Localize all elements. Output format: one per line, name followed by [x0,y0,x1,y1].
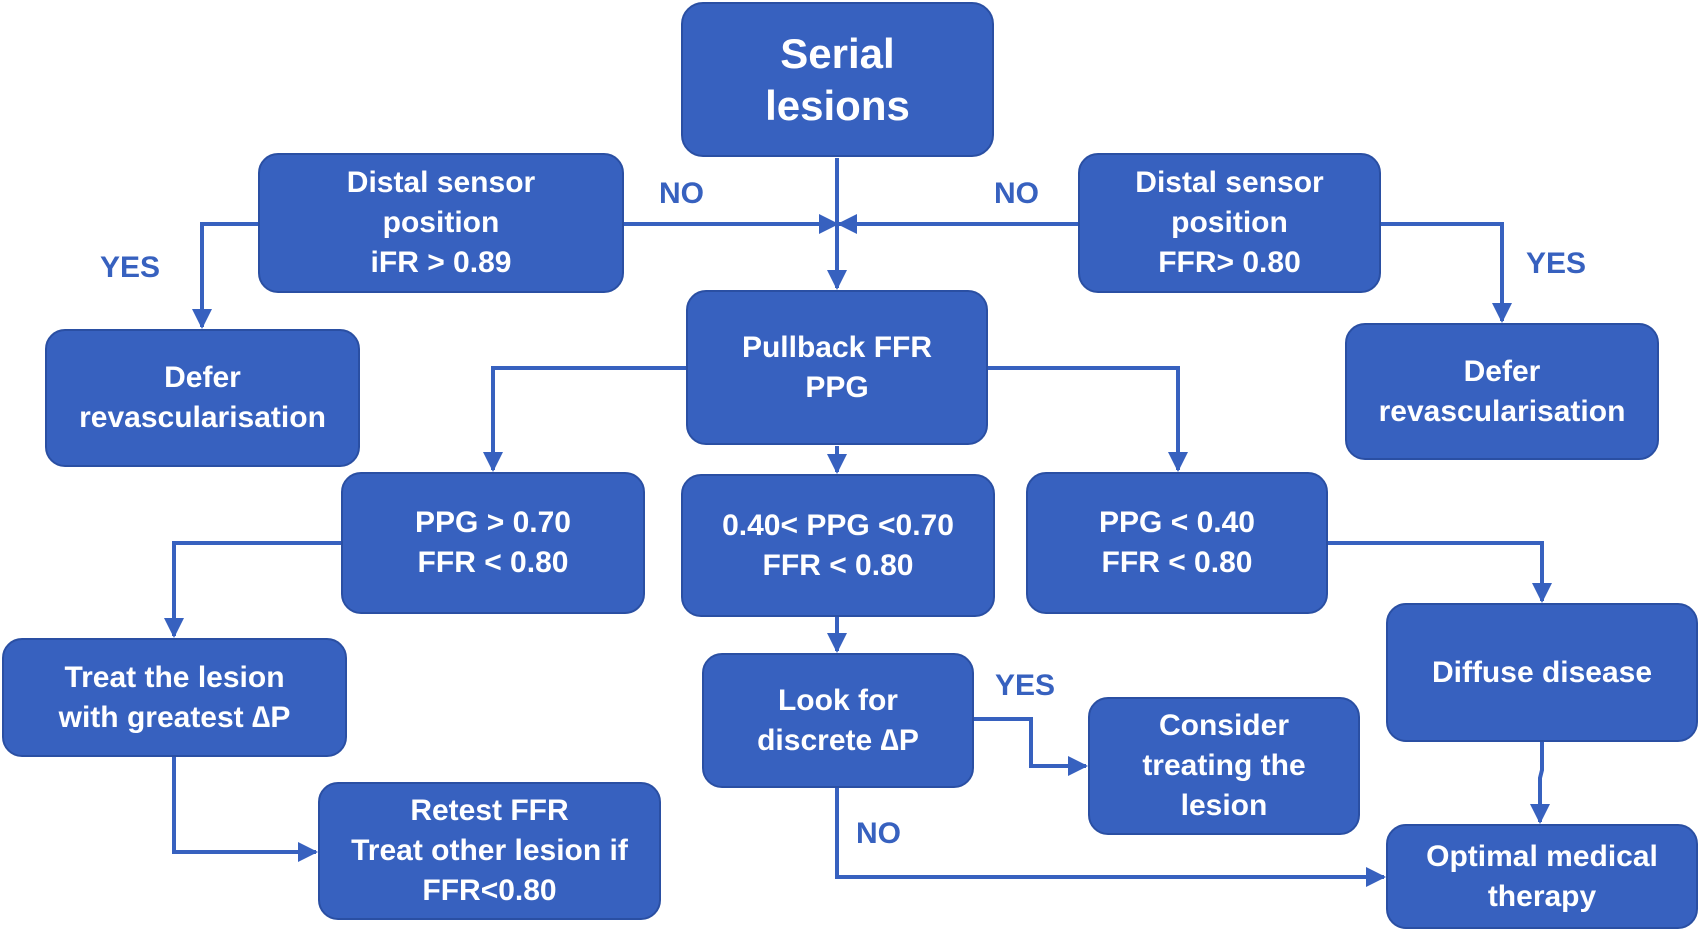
arrow-treat-to-retest [172,757,318,862]
arrow-discrete-yes [974,717,1088,776]
label-discrete-no: NO [856,817,901,850]
arrow-ifr-yes [192,222,258,329]
label-ifr-no: NO [659,177,704,210]
label-ffr-no: NO [994,177,1039,210]
label-ifr-yes: YES [100,251,161,284]
arrow-diffuse-to-omt [1530,742,1550,824]
arrow-ppg-high-to-treat [164,541,341,638]
node-diffuse-disease: Diffuse disease [1386,603,1698,742]
arrow-pullback-to-ppg-low [988,366,1188,472]
arrow-pullback-to-ppg-high [483,366,686,472]
label-discrete-yes: YES [995,669,1056,702]
label-ffr-yes: YES [1526,247,1587,280]
arrow-ffr-yes [1381,222,1512,323]
arrow-ppg-low-to-diffuse [1328,541,1552,603]
arrow-discrete-no [835,788,1386,887]
